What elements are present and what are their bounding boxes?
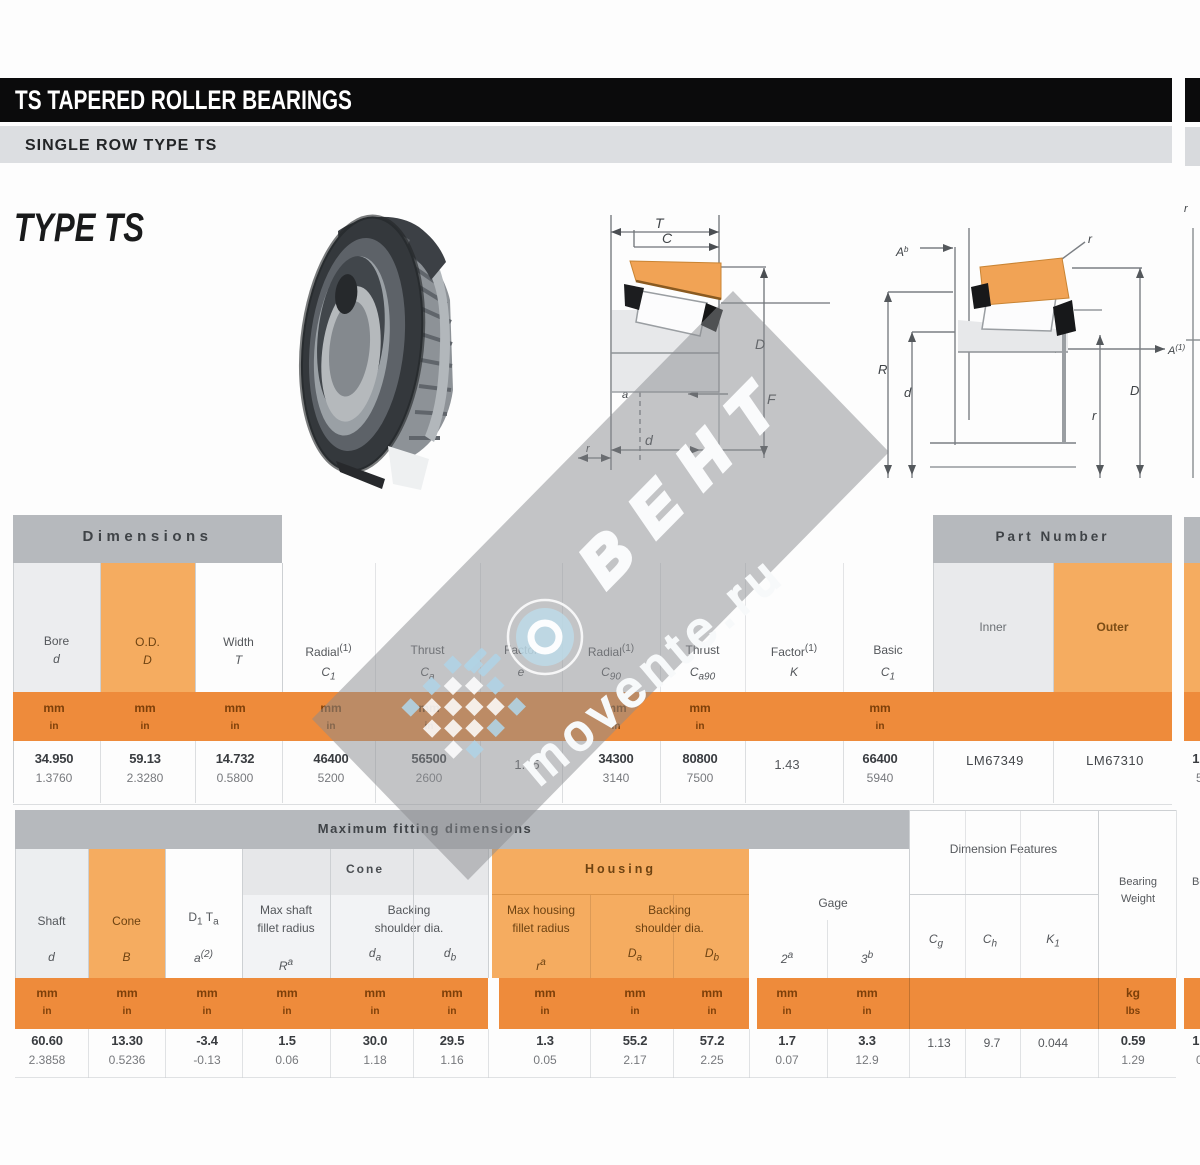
svg-text:r: r [1184, 203, 1189, 215]
svg-text:Ab: Ab [895, 245, 909, 259]
svg-text:r: r [1088, 232, 1093, 246]
svg-text:T: T [655, 215, 665, 231]
svg-text:r: r [1092, 408, 1097, 423]
svg-text:R: R [878, 362, 887, 377]
svg-text:A(1): A(1) [1167, 343, 1185, 357]
svg-text:a: a [622, 389, 628, 401]
svg-text:C: C [662, 230, 673, 246]
svg-text:D: D [1130, 383, 1139, 398]
svg-text:d: d [904, 385, 912, 400]
